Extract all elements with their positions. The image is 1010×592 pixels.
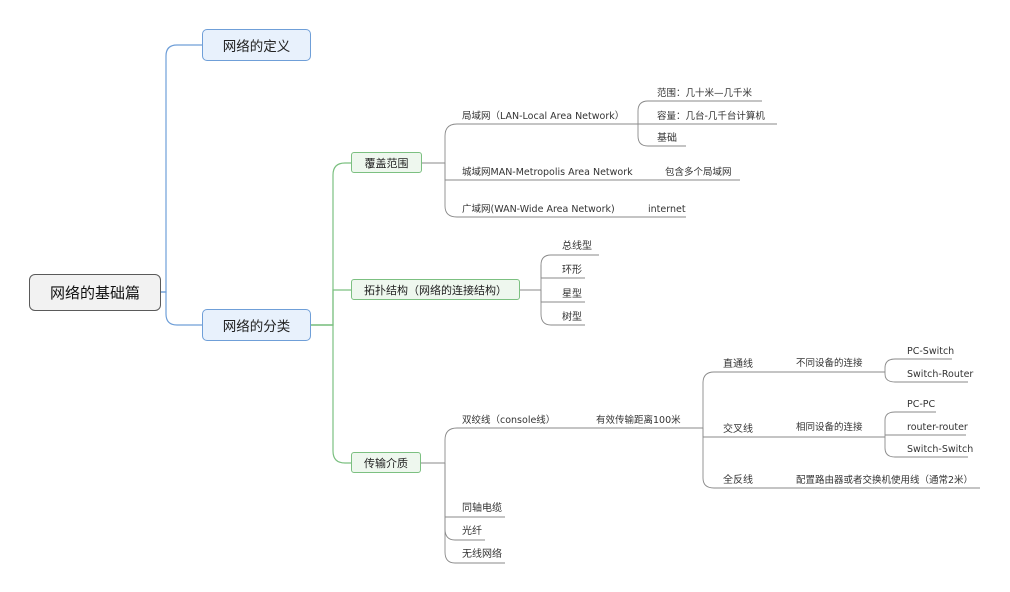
node-straight-cable[interactable]: 直通线 — [723, 359, 753, 370]
node-twisted-distance[interactable]: 有效传输距离100米 — [596, 415, 681, 426]
node-wan-note[interactable]: internet — [648, 204, 686, 215]
node-man-note[interactable]: 包含多个局域网 — [665, 167, 732, 178]
node-straight-desc[interactable]: 不同设备的连接 — [796, 358, 863, 369]
medium-connectors — [421, 358, 980, 564]
topology-connectors — [520, 254, 599, 326]
topic-network-classification[interactable]: 网络的分类 — [202, 309, 311, 341]
node-wan[interactable]: 广域网(WAN-Wide Area Network) — [462, 204, 615, 215]
node-wireless[interactable]: 无线网络 — [462, 549, 502, 560]
connector-to-medium — [311, 324, 351, 464]
node-lan-capacity[interactable]: 容量：几台-几千台计算机 — [657, 111, 765, 122]
root-node[interactable]: 网络的基础篇 — [29, 274, 161, 311]
topic-network-definition[interactable]: 网络的定义 — [202, 29, 311, 61]
node-rollover-desc[interactable]: 配置路由器或者交换机使用线（通常2米） — [796, 475, 974, 486]
connector-to-coverage — [311, 162, 351, 326]
connector-root-classification — [161, 291, 202, 326]
connector-to-topology — [311, 289, 351, 326]
node-lan-basic[interactable]: 基础 — [657, 133, 677, 144]
node-topology-star[interactable]: 星型 — [562, 289, 582, 300]
subtopic-medium[interactable]: 传输介质 — [351, 452, 421, 473]
node-pc-switch[interactable]: PC-Switch — [907, 346, 955, 357]
classification-connectors — [311, 162, 351, 464]
node-man[interactable]: 城域网MAN-Metropolis Area Network — [462, 167, 633, 178]
node-cross-desc[interactable]: 相同设备的连接 — [796, 422, 863, 433]
connector-root-definition — [161, 44, 202, 293]
node-fiber[interactable]: 光纤 — [462, 526, 482, 537]
node-twisted-pair[interactable]: 双绞线（console线） — [462, 415, 556, 426]
node-topology-tree[interactable]: 树型 — [562, 312, 582, 323]
node-cross-cable[interactable]: 交叉线 — [723, 424, 753, 435]
root-connectors — [161, 44, 202, 326]
node-lan-range[interactable]: 范围：几十米—几千米 — [657, 88, 753, 99]
subtopic-coverage[interactable]: 覆盖范围 — [351, 152, 422, 173]
node-coaxial[interactable]: 同轴电缆 — [462, 503, 502, 514]
subtopic-topology[interactable]: 拓扑结构（网络的连接结构） — [351, 279, 520, 300]
coverage-connectors — [422, 100, 777, 218]
node-topology-bus[interactable]: 总线型 — [562, 241, 592, 252]
node-switch-router[interactable]: Switch-Router — [907, 369, 974, 380]
node-rollover-cable[interactable]: 全反线 — [723, 475, 753, 486]
node-lan[interactable]: 局域网（LAN-Local Area Network） — [462, 111, 625, 122]
node-topology-ring[interactable]: 环形 — [562, 265, 582, 276]
node-pc-pc[interactable]: PC-PC — [907, 399, 936, 410]
node-router-router[interactable]: router-router — [907, 422, 968, 433]
node-switch-switch[interactable]: Switch-Switch — [907, 444, 974, 455]
